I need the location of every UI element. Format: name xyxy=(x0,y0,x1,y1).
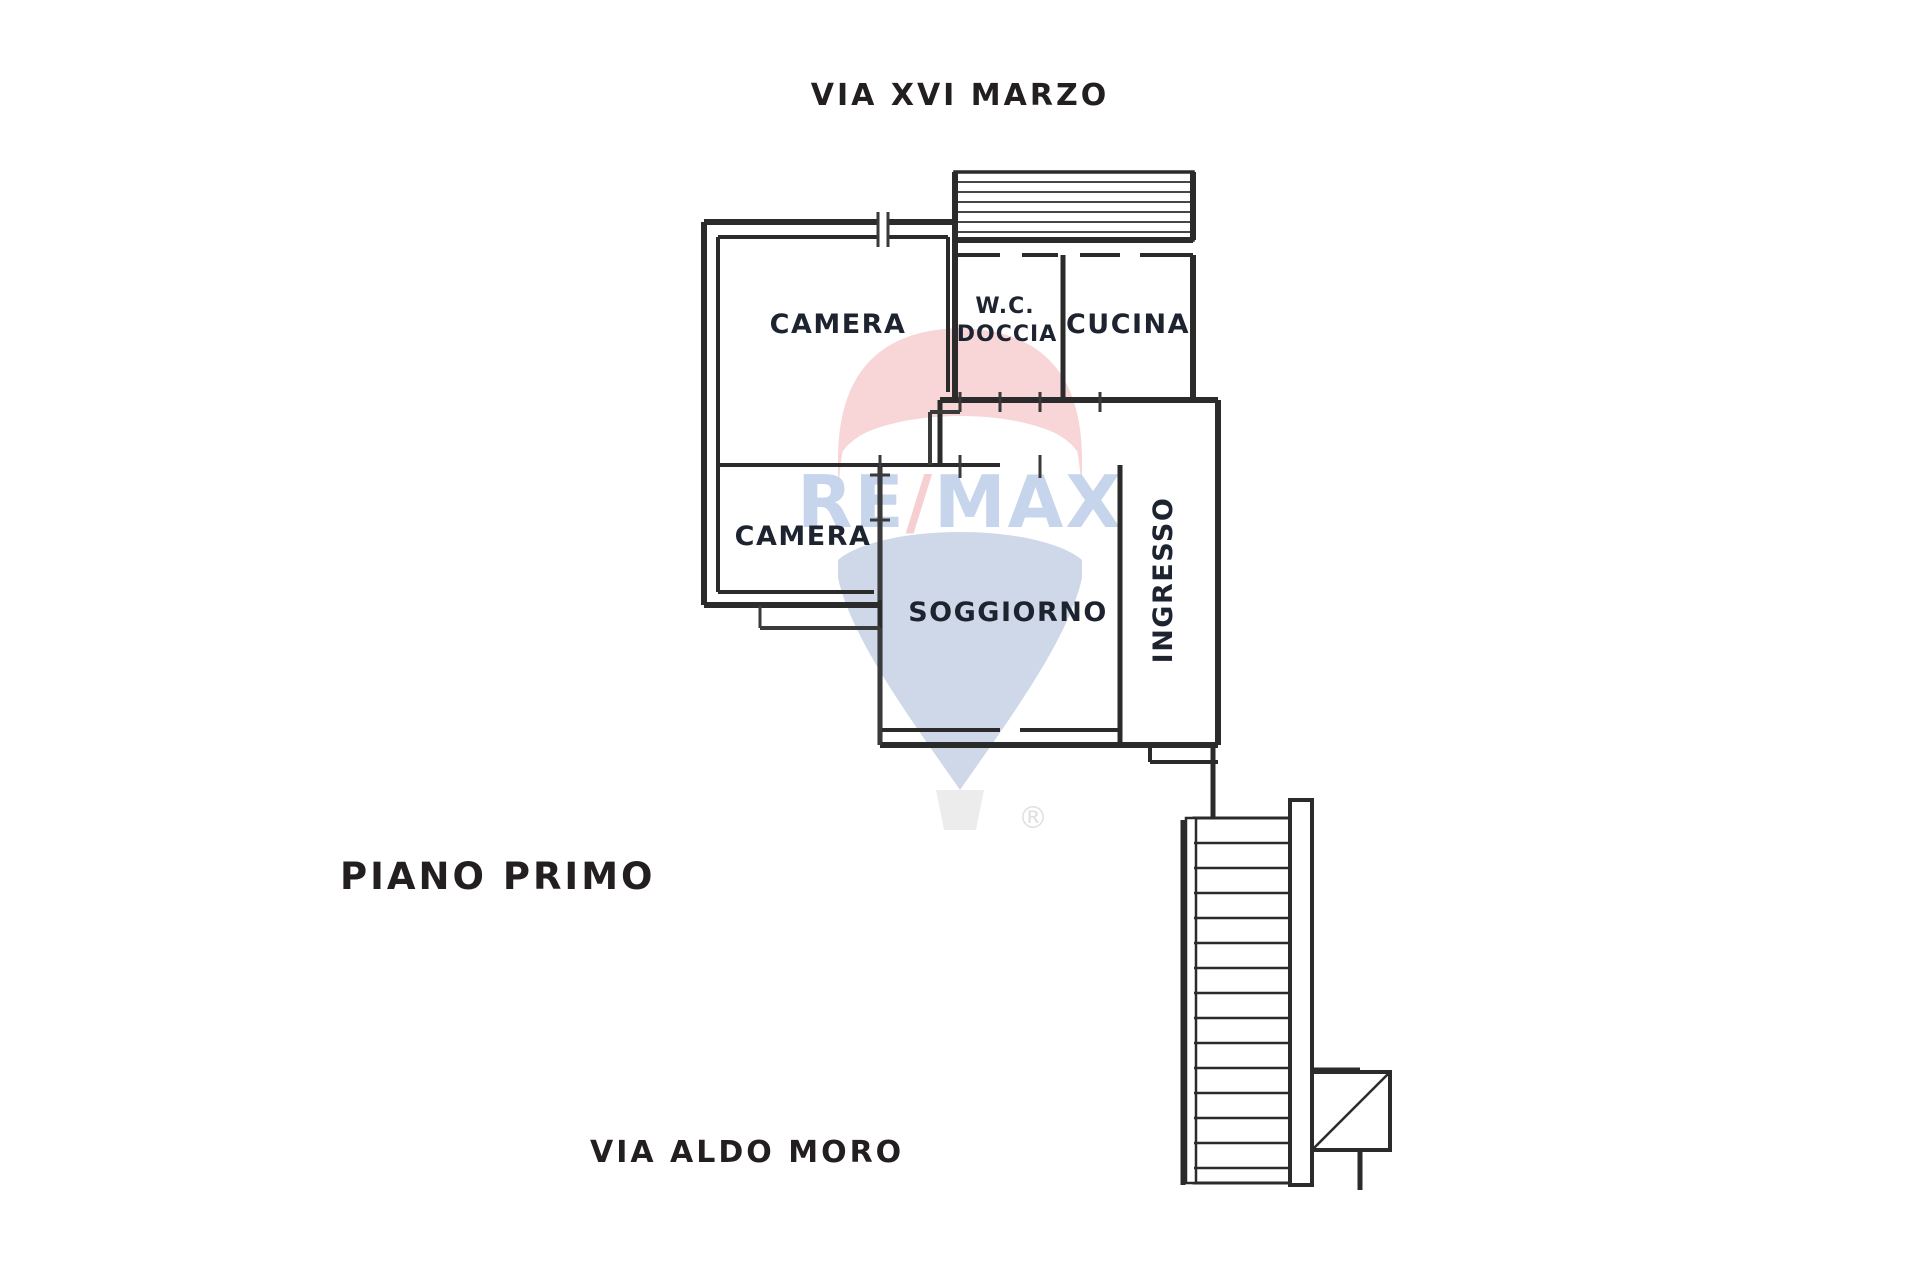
room-label-doccia: DOCCIA xyxy=(957,322,1057,347)
watermark-registered-icon: ® xyxy=(1018,801,1048,836)
street-label-top: VIA XVI MARZO xyxy=(810,78,1110,113)
apartment-walls xyxy=(701,172,1221,764)
watermark-blue-body xyxy=(838,532,1082,790)
room-label-wc: W.C. xyxy=(975,294,1034,319)
room-label-soggiorno: SOGGIORNO xyxy=(908,597,1108,628)
landing-box xyxy=(1310,1070,1392,1152)
room-label-cucina: CUCINA xyxy=(1066,309,1190,340)
floor-title: PIANO PRIMO xyxy=(340,855,656,898)
watermark-basket xyxy=(936,790,984,830)
internal-partitions xyxy=(758,212,1102,745)
room-label-camera-top: CAMERA xyxy=(770,309,907,340)
street-label-bottom: VIA ALDO MORO xyxy=(590,1135,905,1170)
room-label-camera-bottom: CAMERA xyxy=(735,521,872,552)
balcony xyxy=(953,170,1195,242)
stair-treads xyxy=(1194,841,1290,1170)
room-label-ingresso: INGRESSO xyxy=(1148,497,1179,664)
staircase xyxy=(1180,745,1363,1190)
balcony-hatching xyxy=(958,181,1190,233)
